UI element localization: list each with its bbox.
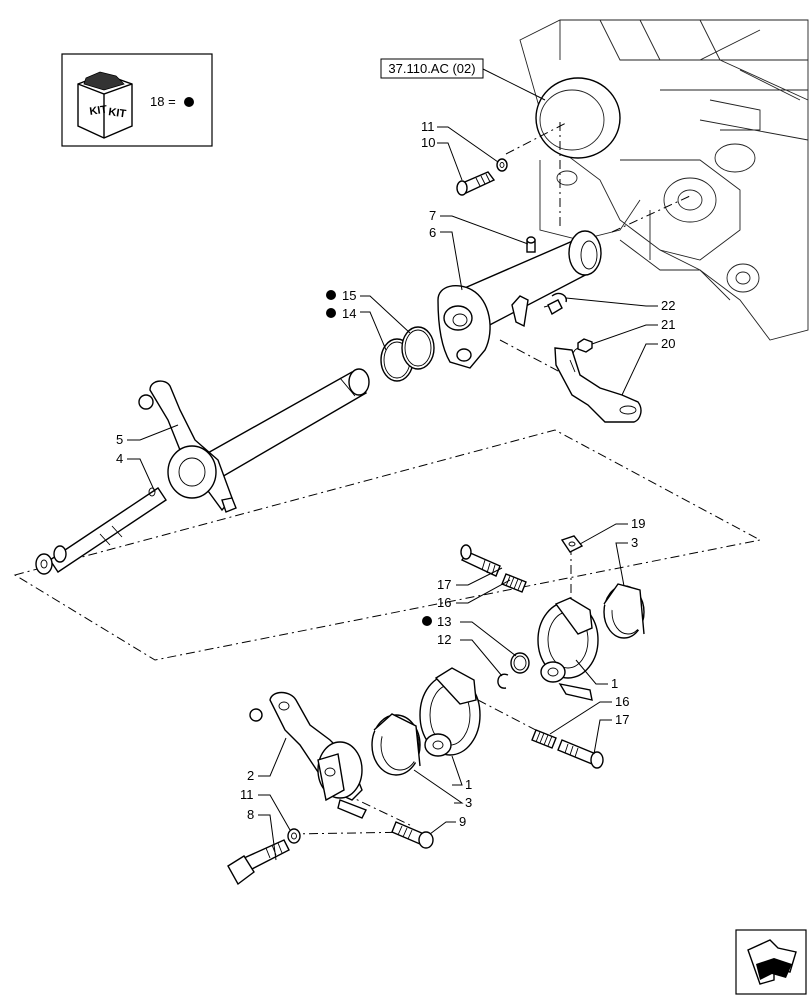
callout-5: 5 bbox=[116, 432, 123, 447]
bolt-10 bbox=[456, 171, 496, 196]
callout-8: 8 bbox=[247, 807, 254, 822]
callout-13: 13 bbox=[437, 614, 451, 629]
callout-6: 6 bbox=[429, 225, 436, 240]
reference-label: 37.110.AC (02) bbox=[388, 61, 475, 76]
kit-badge-right: KIT bbox=[108, 106, 127, 120]
o-ring-15 bbox=[401, 326, 435, 370]
callout-16-lower: 16 bbox=[615, 694, 629, 709]
callout-11-lower: 11 bbox=[240, 787, 254, 802]
transmission-housing bbox=[519, 19, 809, 341]
ring-3-upper bbox=[603, 583, 645, 639]
screw-9 bbox=[391, 821, 434, 849]
bracket-20 bbox=[554, 347, 642, 423]
spring-16-lower bbox=[531, 729, 557, 749]
reference-link[interactable]: 37.110.AC (02) bbox=[380, 58, 546, 101]
bolt-17-lower bbox=[557, 739, 604, 769]
callout-3-upper: 3 bbox=[631, 535, 638, 550]
ring-3-lower bbox=[371, 713, 421, 776]
callout-10: 10 bbox=[421, 135, 435, 150]
nut-21 bbox=[577, 338, 593, 353]
callout-1-lower: 1 bbox=[465, 777, 472, 792]
circlip-22 bbox=[551, 292, 567, 303]
o-ring-13 bbox=[510, 652, 530, 674]
callout-16-upper: 16 bbox=[437, 595, 451, 610]
callout-14: 14 bbox=[342, 306, 356, 321]
circlip-12 bbox=[497, 673, 509, 689]
callout-3-lower: 3 bbox=[465, 795, 472, 810]
shaft-4 bbox=[35, 368, 370, 575]
bolt-8 bbox=[227, 839, 290, 886]
callout-17-upper: 17 bbox=[437, 577, 451, 592]
kit-box-icon: KIT KIT bbox=[77, 71, 133, 139]
washer-11-lower bbox=[287, 828, 301, 844]
callout-22: 22 bbox=[661, 298, 675, 313]
callout-9: 9 bbox=[459, 814, 466, 829]
lever-2 bbox=[249, 691, 367, 819]
callout-7: 7 bbox=[429, 208, 436, 223]
bushing-6 bbox=[437, 230, 602, 369]
callout-4: 4 bbox=[116, 451, 123, 466]
washer-11-top bbox=[496, 158, 508, 172]
spring-16-upper bbox=[501, 573, 527, 593]
leader-lines bbox=[127, 126, 658, 861]
kit-dot-13 bbox=[422, 616, 432, 626]
callout-15: 15 bbox=[342, 288, 356, 303]
callout-labels: 11 10 7 6 15 14 22 21 20 5 4 19 3 17 16 … bbox=[116, 119, 675, 829]
kit-dot-15 bbox=[326, 290, 336, 300]
kit-legend: KIT KIT 18 = bbox=[61, 53, 213, 147]
nut-19 bbox=[560, 535, 584, 553]
callout-12: 12 bbox=[437, 632, 451, 647]
kit-legend-text: 18 = bbox=[150, 94, 176, 109]
callout-2: 2 bbox=[247, 768, 254, 783]
callout-1-upper: 1 bbox=[611, 676, 618, 691]
kit-dot-icon bbox=[184, 97, 194, 107]
callout-20: 20 bbox=[661, 336, 675, 351]
callout-11-top: 11 bbox=[421, 119, 435, 134]
callout-17-lower: 17 bbox=[615, 712, 629, 727]
callout-21: 21 bbox=[661, 317, 675, 332]
clamp-1-lower bbox=[419, 667, 481, 757]
bolt-17-upper bbox=[460, 544, 501, 577]
clamp-1-upper bbox=[537, 597, 599, 701]
kit-badge-left: KIT bbox=[89, 104, 108, 118]
kit-dot-14 bbox=[326, 308, 336, 318]
callout-19: 19 bbox=[631, 516, 645, 531]
navigation-arrow-icon[interactable] bbox=[735, 929, 807, 995]
lever-5 bbox=[138, 380, 237, 513]
